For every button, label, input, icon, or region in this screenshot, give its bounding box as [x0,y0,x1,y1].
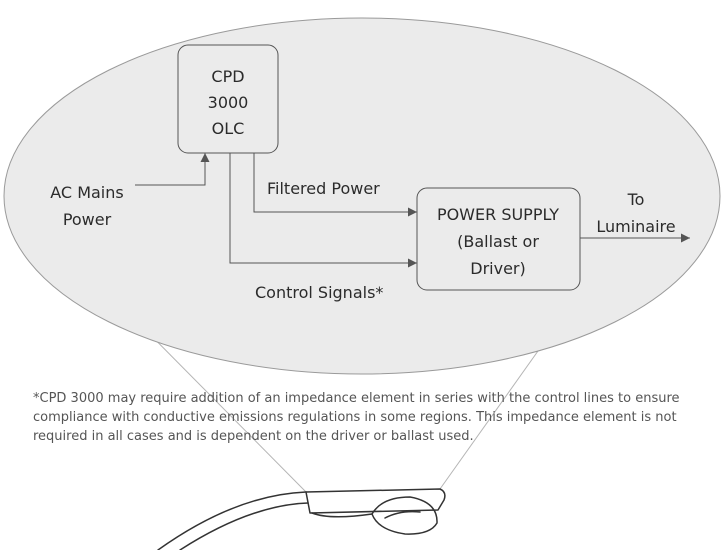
power-supply-label-line-2: (Ballast or [457,232,539,251]
power-supply-label-line-3: Driver) [470,259,525,278]
power-supply-box [416,187,581,291]
to-luminaire-label-line-2: Luminaire [596,217,675,236]
ac-mains-connector [135,153,210,186]
ac-mains-label-line-1: AC Mains [50,183,123,202]
filtered-power-connector [253,153,417,217]
luminaire-illustration [157,488,446,550]
to-luminaire-label-line-1: To [627,190,645,209]
olc-box [177,44,279,154]
power-supply-label-line-1: POWER SUPPLY [437,205,559,224]
control-signals-connector [229,153,417,268]
filtered-power-label: Filtered Power [267,179,380,198]
footnote-text: *CPD 3000 may require addition of an imp… [33,391,680,444]
olc-box-label-line-1: CPD [211,67,244,86]
olc-box-label-line-3: OLC [212,119,245,138]
olc-box-label-line-2: 3000 [208,93,249,112]
control-signals-label: Control Signals* [255,283,383,302]
ac-mains-label-line-2: Power [63,210,112,229]
